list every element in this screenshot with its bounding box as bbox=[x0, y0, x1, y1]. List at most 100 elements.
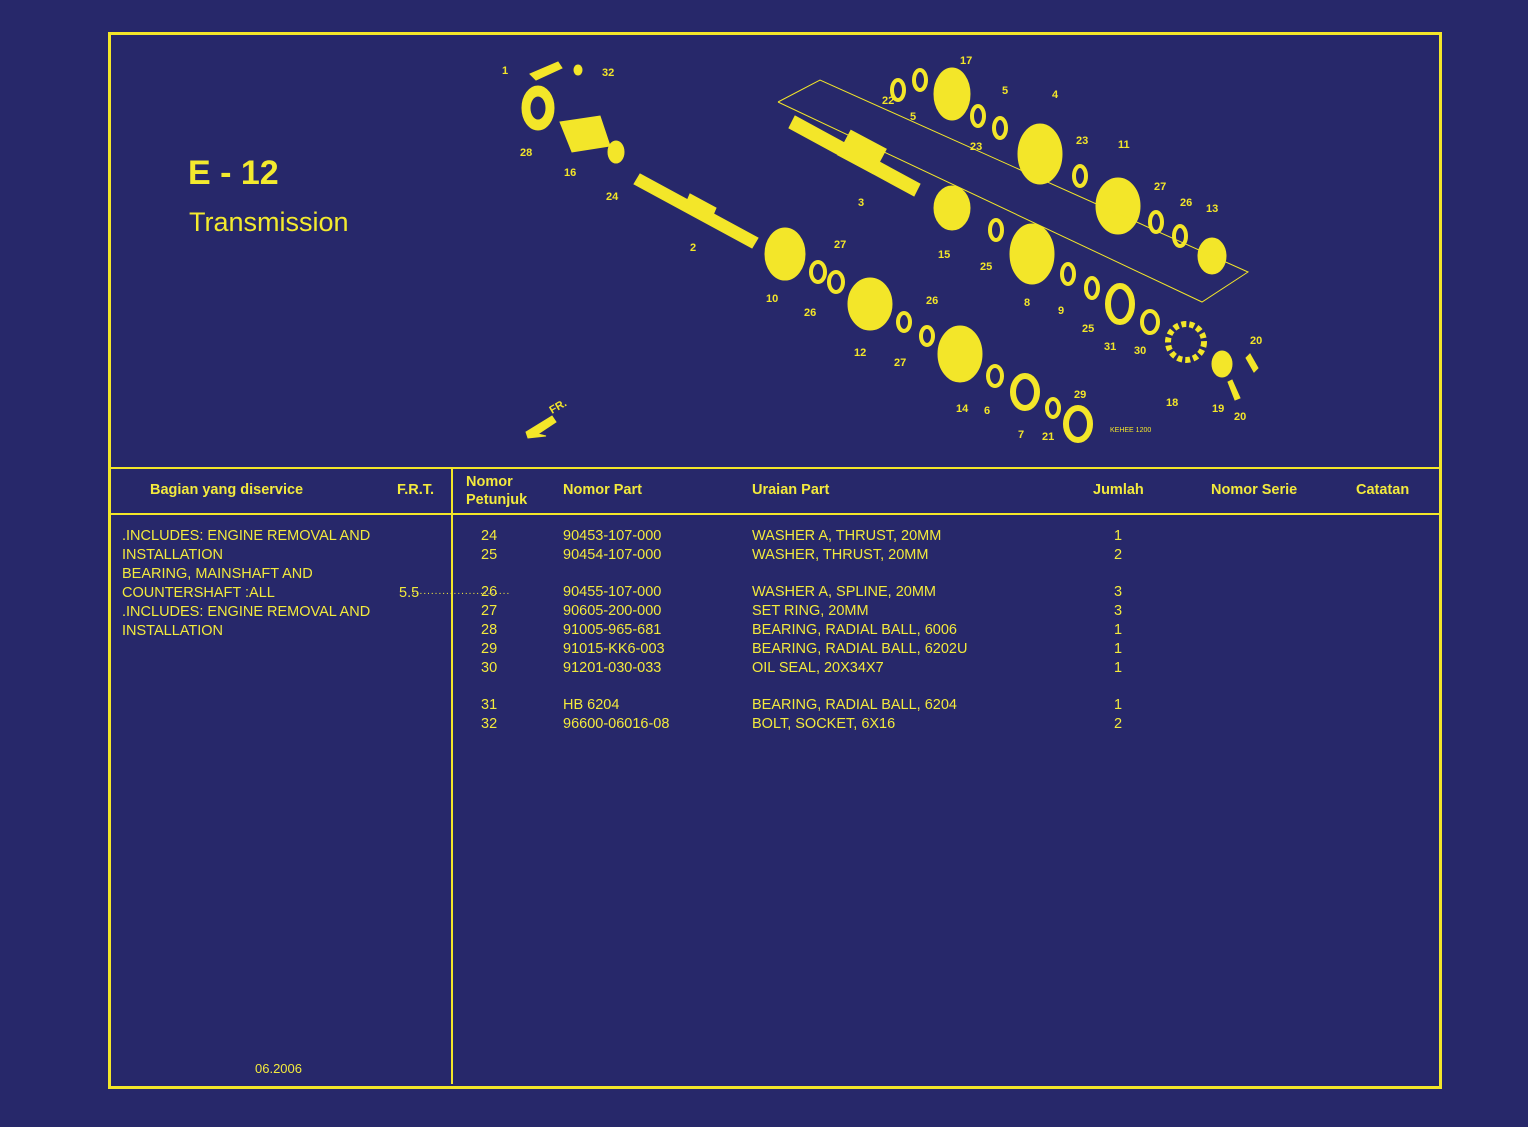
ref-number: 32 bbox=[481, 716, 498, 732]
ref-number: 28 bbox=[481, 622, 498, 638]
callout-20a: 20 bbox=[1250, 335, 1262, 347]
callout-6: 6 bbox=[984, 405, 990, 417]
part-description: SET RING, 20MM bbox=[752, 603, 869, 619]
service-frt-value: 5.5 bbox=[399, 585, 420, 601]
callout-11: 11 bbox=[1118, 139, 1130, 151]
service-description: .INCLUDES: ENGINE REMOVAL AND INSTALLATI… bbox=[122, 527, 509, 641]
part-description: BOLT, SOCKET, 6X16 bbox=[752, 716, 896, 732]
callout-19: 19 bbox=[1212, 403, 1224, 415]
part-quantity: 1 bbox=[1114, 528, 1123, 544]
revision-date: 06.2006 bbox=[255, 1061, 302, 1076]
service-line: INSTALLATION bbox=[122, 623, 223, 639]
ref-number: 24 bbox=[481, 528, 498, 544]
callout-26b: 26 bbox=[804, 307, 816, 319]
col-serial: Nomor Serie bbox=[1211, 482, 1298, 498]
part-description: BEARING, RADIAL BALL, 6204 bbox=[752, 697, 957, 713]
ref-number: 27 bbox=[481, 603, 498, 619]
part-number: 90605-200-000 bbox=[563, 603, 662, 619]
col-ref-line2: Petunjuk bbox=[466, 492, 528, 508]
callout-25a: 25 bbox=[980, 261, 992, 273]
ref-number: 25 bbox=[481, 547, 498, 563]
col-qty: Jumlah bbox=[1093, 482, 1144, 498]
service-line-with-frt: COUNTERSHAFT :ALL ......................… bbox=[122, 584, 509, 603]
callout-24: 24 bbox=[606, 191, 619, 203]
service-line: COUNTERSHAFT :ALL bbox=[122, 585, 275, 601]
callout-10: 10 bbox=[766, 293, 778, 305]
service-line: .INCLUDES: ENGINE REMOVAL AND bbox=[122, 604, 371, 620]
callout-7: 7 bbox=[1018, 429, 1024, 441]
part-description: BEARING, RADIAL BALL, 6202U bbox=[752, 641, 968, 657]
header-divider bbox=[108, 467, 1439, 469]
column-header-divider bbox=[108, 513, 1439, 515]
part-number: 90455-107-000 bbox=[563, 584, 662, 600]
callout-28: 28 bbox=[520, 147, 532, 159]
callout-23b: 23 bbox=[1076, 135, 1088, 147]
service-line: .INCLUDES: ENGINE REMOVAL AND bbox=[122, 528, 371, 544]
ref-number: 26 bbox=[481, 584, 498, 600]
image-code: KEHEE 1200 bbox=[1110, 427, 1151, 434]
callout-14: 14 bbox=[956, 403, 969, 415]
callout-3: 3 bbox=[858, 197, 864, 209]
callout-27b: 27 bbox=[834, 239, 846, 251]
section-code: E - 12 bbox=[188, 154, 279, 192]
part-quantity: 1 bbox=[1114, 622, 1123, 638]
callout-9: 9 bbox=[1058, 305, 1064, 317]
ref-number: 30 bbox=[481, 660, 498, 676]
callout-20b: 20 bbox=[1234, 411, 1246, 423]
callout-18: 18 bbox=[1166, 397, 1178, 409]
callout-31: 31 bbox=[1104, 341, 1116, 353]
part-number: 90454-107-000 bbox=[563, 547, 662, 563]
callout-22: 22 bbox=[882, 95, 894, 107]
callout-5a: 5 bbox=[910, 111, 916, 123]
col-part-no: Nomor Part bbox=[563, 482, 642, 498]
part-quantity: 2 bbox=[1114, 716, 1123, 732]
part-number: HB 6204 bbox=[563, 697, 620, 713]
callout-13: 13 bbox=[1206, 203, 1218, 215]
ref-number: 29 bbox=[481, 641, 498, 657]
callout-1: 1 bbox=[502, 65, 508, 77]
part-quantity: 1 bbox=[1114, 660, 1123, 676]
callout-27c: 27 bbox=[894, 357, 906, 369]
table-split-divider bbox=[451, 467, 453, 1084]
service-line: INSTALLATION bbox=[122, 547, 223, 563]
callout-26c: 26 bbox=[926, 295, 938, 307]
callout-29: 29 bbox=[1074, 389, 1086, 401]
section-title: Transmission bbox=[189, 207, 349, 237]
part-description: WASHER, THRUST, 20MM bbox=[752, 547, 929, 563]
col-description: Uraian Part bbox=[752, 482, 830, 498]
part-number: 96600-06016-08 bbox=[563, 716, 670, 732]
col-ref-line1: Nomor bbox=[466, 474, 513, 490]
callout-25b: 25 bbox=[1082, 323, 1094, 335]
part-description: BEARING, RADIAL BALL, 6006 bbox=[752, 622, 957, 638]
callout-8: 8 bbox=[1024, 297, 1030, 309]
part-description: WASHER A, SPLINE, 20MM bbox=[752, 584, 936, 600]
part-quantity: 3 bbox=[1114, 603, 1123, 619]
part-quantity: 1 bbox=[1114, 697, 1123, 713]
part-quantity: 3 bbox=[1114, 584, 1123, 600]
exploded-parts-diagram: 1 32 28 16 24 2 17 22 5 5 23 4 23 11 3 2… bbox=[502, 55, 1262, 443]
part-quantity: 2 bbox=[1114, 547, 1123, 563]
callout-17: 17 bbox=[960, 55, 972, 67]
col-service: Bagian yang diservice bbox=[150, 482, 304, 498]
part-quantity: 1 bbox=[1114, 641, 1123, 657]
service-line: BEARING, MAINSHAFT AND bbox=[122, 566, 313, 582]
callout-2: 2 bbox=[690, 242, 696, 254]
callout-5b: 5 bbox=[1002, 85, 1008, 97]
part-number: 90453-107-000 bbox=[563, 528, 662, 544]
part-number: 91005-965-681 bbox=[563, 622, 662, 638]
part-description: OIL SEAL, 20X34X7 bbox=[752, 660, 884, 676]
callout-32: 32 bbox=[602, 67, 614, 79]
callout-16: 16 bbox=[564, 167, 576, 179]
callout-12: 12 bbox=[854, 347, 866, 359]
callout-26a: 26 bbox=[1180, 197, 1192, 209]
col-notes: Catatan bbox=[1356, 482, 1410, 498]
callout-15: 15 bbox=[938, 249, 950, 261]
callout-21: 21 bbox=[1042, 431, 1054, 443]
callout-23a: 23 bbox=[970, 141, 982, 153]
callout-30: 30 bbox=[1134, 345, 1146, 357]
part-number: 91015-KK6-003 bbox=[563, 641, 665, 657]
direction-label: FR. bbox=[548, 397, 569, 416]
ref-number: 31 bbox=[481, 697, 498, 713]
page-frame bbox=[108, 32, 1442, 1089]
part-description: WASHER A, THRUST, 20MM bbox=[752, 528, 942, 544]
